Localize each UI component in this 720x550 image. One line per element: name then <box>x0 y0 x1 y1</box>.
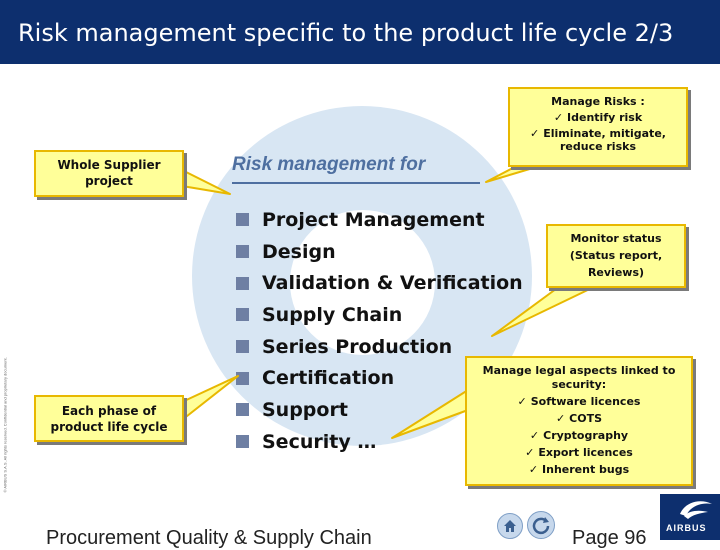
whole-supplier-pointer <box>181 169 231 195</box>
list-item: Supply Chain <box>236 299 523 331</box>
list-item: Project Management <box>236 204 523 236</box>
list-item: Design <box>236 236 523 268</box>
square-bullet-icon <box>236 403 249 417</box>
monitor-status-pointer <box>491 285 597 337</box>
list-item: Security … <box>236 426 523 458</box>
check-icon: ✓ <box>555 412 566 425</box>
monitor-status-callout: Monitor status (Status report, Reviews) <box>546 224 686 288</box>
list-item: ✓Eliminate, mitigate, <box>530 127 666 140</box>
whole-supplier-callout: Whole Supplier project <box>34 150 184 197</box>
legal-pointer <box>391 389 469 439</box>
list-item: Validation & Verification <box>236 267 523 299</box>
refresh-icon[interactable] <box>527 511 555 539</box>
footer-title: Procurement Quality & Supply Chain <box>46 527 372 549</box>
list-item: ✓Inherent bugs <box>528 463 630 476</box>
each-phase-pointer <box>181 375 239 421</box>
title-bar: Risk management specific to the product … <box>0 0 720 64</box>
square-bullet-icon <box>236 276 249 290</box>
check-icon: ✓ <box>529 429 540 442</box>
risk-area-list: Project Management Design Validation & V… <box>236 204 523 458</box>
section-underline <box>232 182 480 184</box>
background-inner-circle <box>290 210 435 355</box>
list-item: Certification <box>236 362 523 394</box>
page-title: Risk management specific to the product … <box>18 19 674 47</box>
logo-text: AIRBUS <box>666 523 707 533</box>
list-item: Series Production <box>236 331 523 363</box>
list-item: ✓Export licences <box>525 446 633 459</box>
list-item: ✓Identify risk <box>553 111 643 124</box>
square-bullet-icon <box>236 435 249 449</box>
check-icon: ✓ <box>517 395 527 408</box>
list-item: Support <box>236 394 523 426</box>
page-number: Page 96 <box>572 527 647 549</box>
check-icon: ✓ <box>530 127 540 140</box>
check-icon: ✓ <box>528 463 539 476</box>
check-icon: ✓ <box>525 446 535 459</box>
square-bullet-icon <box>236 213 249 227</box>
home-icon[interactable] <box>497 513 523 539</box>
section-title: Risk management for <box>232 154 426 175</box>
manage-risks-callout: Manage Risks : ✓Identify risk ✓Eliminate… <box>508 87 688 167</box>
copyright-note: © AIRBUS S.A.S. All rights reserved. Con… <box>2 357 8 493</box>
list-item: ✓Cryptography <box>529 429 629 442</box>
list-item: ✓Software licences <box>517 395 641 408</box>
legal-aspects-callout: Manage legal aspects linked to security:… <box>465 356 693 486</box>
square-bullet-icon <box>236 308 249 322</box>
each-phase-callout: Each phase of product life cycle <box>34 395 184 442</box>
square-bullet-icon <box>236 245 249 259</box>
check-icon: ✓ <box>553 111 564 124</box>
list-item: ✓COTS <box>555 412 603 425</box>
airbus-logo: AIRBUS <box>660 494 720 540</box>
square-bullet-icon <box>236 340 249 354</box>
square-bullet-icon <box>236 371 249 385</box>
